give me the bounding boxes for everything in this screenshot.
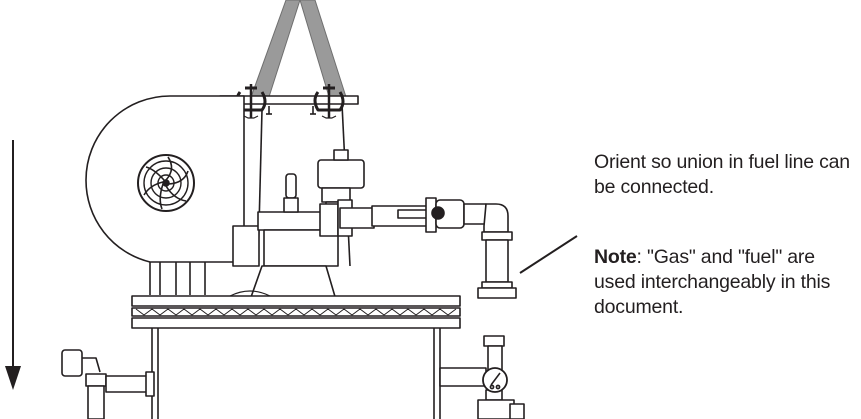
mounting-plate bbox=[131, 290, 461, 329]
blower-housing bbox=[85, 95, 245, 295]
right-piping bbox=[439, 335, 525, 419]
orientation-callout-text: Orient so union in fuel line can be conn… bbox=[594, 151, 850, 198]
tank-walls bbox=[151, 328, 441, 419]
fan-grille-icon bbox=[137, 154, 195, 212]
pressure-gauge-icon bbox=[482, 367, 508, 393]
down-arrow-icon bbox=[5, 140, 21, 390]
gas-line bbox=[371, 197, 517, 299]
lifting-sling bbox=[249, 0, 348, 101]
note-label: Note bbox=[594, 246, 637, 268]
left-piping bbox=[61, 349, 155, 419]
note-text: : "Gas" and "fuel" are used interchangea… bbox=[594, 246, 831, 318]
callout-leader-line bbox=[519, 235, 578, 274]
gas-train bbox=[232, 149, 375, 301]
terminology-note: Note: "Gas" and "fuel" are used intercha… bbox=[594, 245, 856, 320]
lifting-bar bbox=[219, 84, 359, 119]
